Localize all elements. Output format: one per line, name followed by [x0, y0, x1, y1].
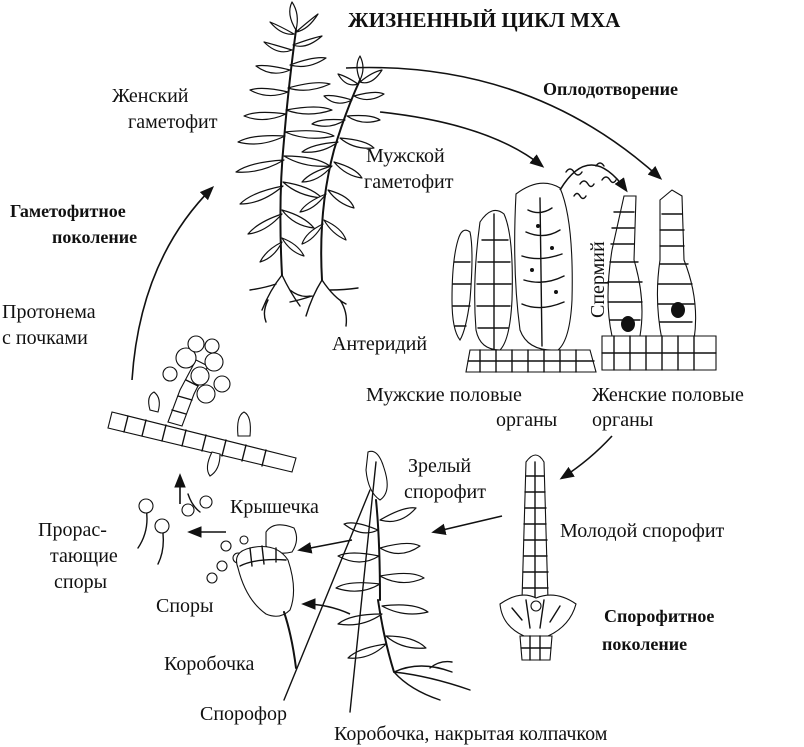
label-mature-sporophyte-line1: Зрелый: [408, 455, 471, 477]
label-spermium: Спермий: [587, 241, 609, 318]
label-female-gametophyte-line1: Женский: [112, 85, 189, 107]
label-female-organs-line1: Женские половые: [592, 384, 744, 406]
archegonium-illustration: [601, 189, 717, 371]
antheridium-illustration: [451, 182, 597, 373]
arrow-sporophyte-to-capsule: [301, 598, 351, 615]
label-sporophyte-generation-line1: Спорофитное: [604, 606, 714, 626]
label-male-organs-line2: органы: [496, 409, 557, 431]
label-male-gametophyte-line2: гаметофит: [364, 171, 454, 193]
arrow-protonema-to-gametophyte: [131, 185, 215, 381]
fertilization-arrow-inner: [379, 111, 545, 168]
germinating-spores-illustration: [137, 493, 213, 565]
label-spores: Споры: [156, 595, 213, 617]
label-capsule-with-cap: Коробочка, накрытая колпачком: [334, 723, 608, 745]
young-sporophyte-illustration: [499, 454, 577, 661]
label-gametophyte-generation-line2: поколение: [52, 227, 137, 247]
label-capsule: Коробочка: [164, 653, 254, 675]
label-male-organs-line1: Мужские половые: [366, 384, 522, 406]
mature-sporophyte-illustration: [335, 450, 471, 701]
label-antheridium: Антеридий: [332, 333, 427, 355]
label-fertilization: Оплодотворение: [543, 79, 678, 99]
arrow-young-to-mature-sporophyte: [431, 515, 503, 535]
label-sporophyte-generation-line2: поколение: [602, 634, 687, 654]
label-seta: Спорофор: [200, 703, 287, 725]
label-young-sporophyte: Молодой спорофит: [560, 520, 725, 542]
male-gametophyte-illustration: [289, 55, 385, 327]
arrow-sporophyte-to-lid: [297, 539, 353, 554]
pointer-line-seta: [283, 489, 371, 701]
label-lid: Крышечка: [230, 496, 319, 518]
label-germinating-line3: споры: [54, 571, 107, 593]
label-protonema-line1: Протонема: [2, 301, 96, 323]
arrow-organs-to-young-sporophyte: [559, 435, 613, 480]
open-capsule-illustration: [235, 524, 298, 669]
female-gametophyte-illustration: [235, 1, 335, 323]
label-female-organs-line2: органы: [592, 409, 653, 431]
sperm-cells: [559, 162, 628, 200]
label-male-gametophyte-line1: Мужской: [366, 145, 445, 167]
label-female-gametophyte-line2: гаметофит: [128, 111, 218, 133]
protonema-illustration: [107, 335, 297, 477]
diagram-title: ЖИЗНЕННЫЙ ЦИКЛ МХА: [348, 8, 621, 32]
label-gametophyte-generation-line1: Гаметофитное: [10, 201, 126, 221]
pointer-line-capsule-with-cap: [349, 461, 377, 713]
fertilization-arrow-outer: [345, 66, 663, 180]
label-germinating-line1: Прорас-: [38, 519, 107, 541]
label-germinating-line2: тающие: [50, 545, 118, 567]
label-mature-sporophyte-line2: спорофит: [404, 481, 486, 503]
label-protonema-line2: с почками: [2, 327, 88, 349]
